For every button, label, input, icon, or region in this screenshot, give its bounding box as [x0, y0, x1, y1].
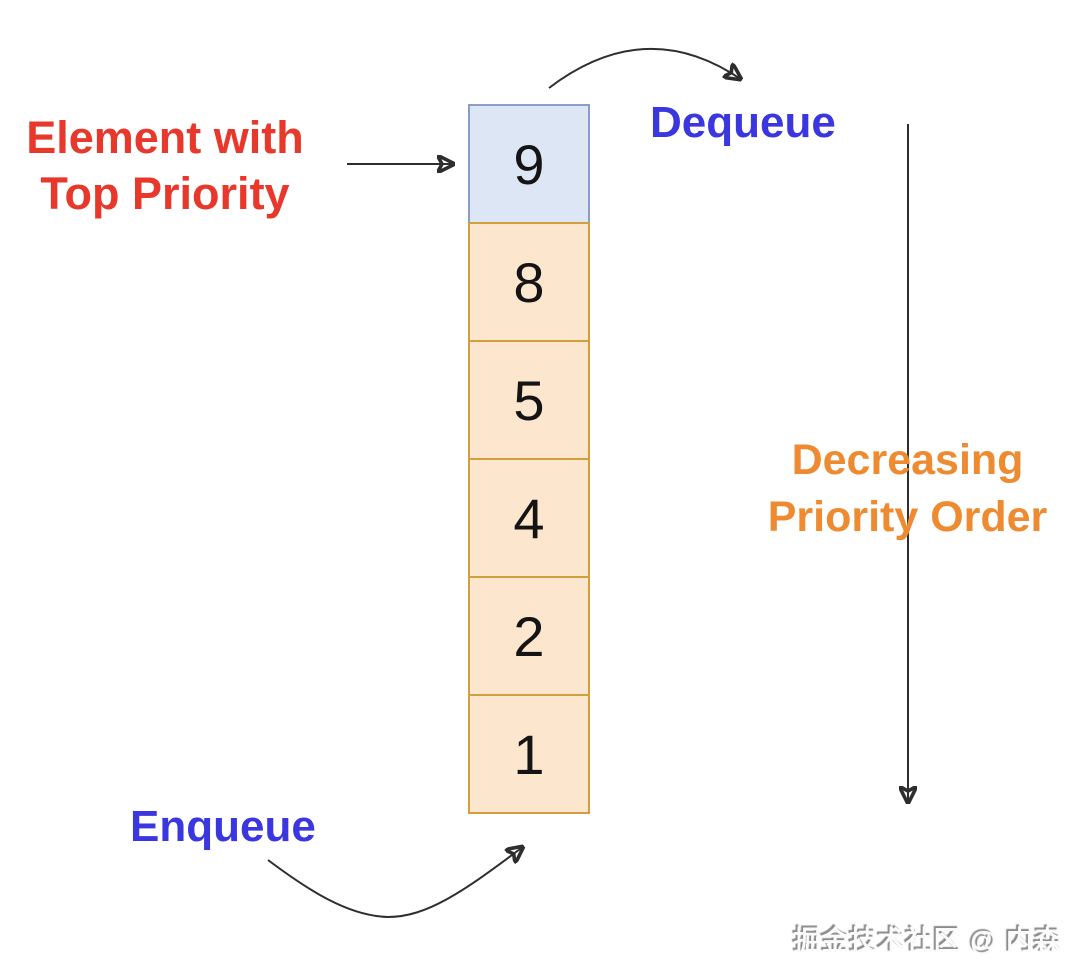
- queue-cell: 5: [468, 340, 590, 460]
- top-priority-label: Element with Top Priority: [10, 110, 320, 222]
- top-priority-label-line2: Top Priority: [40, 167, 290, 219]
- priority-queue-stack: 9 8 5 4 2 1: [468, 104, 590, 814]
- queue-cell: 2: [468, 576, 590, 696]
- queue-cell: 8: [468, 222, 590, 342]
- watermark: 掘金技术社区 @ 内森: [793, 926, 1062, 956]
- queue-cell: 4: [468, 458, 590, 578]
- queue-cell-top: 9: [468, 104, 590, 224]
- enqueue-label: Enqueue: [130, 802, 316, 851]
- top-priority-label-line1: Element with: [26, 112, 304, 163]
- priority-order-label-line2: Priority Order: [767, 492, 1048, 541]
- enqueue-arrow: [267, 846, 524, 919]
- priority-order-label-line1: Decreasing: [791, 436, 1024, 484]
- priority-order-label: Decreasing Priority Order: [750, 432, 1065, 546]
- queue-cell: 1: [468, 694, 590, 814]
- dequeue-label: Dequeue: [650, 98, 836, 147]
- dequeue-arrow: [548, 47, 742, 89]
